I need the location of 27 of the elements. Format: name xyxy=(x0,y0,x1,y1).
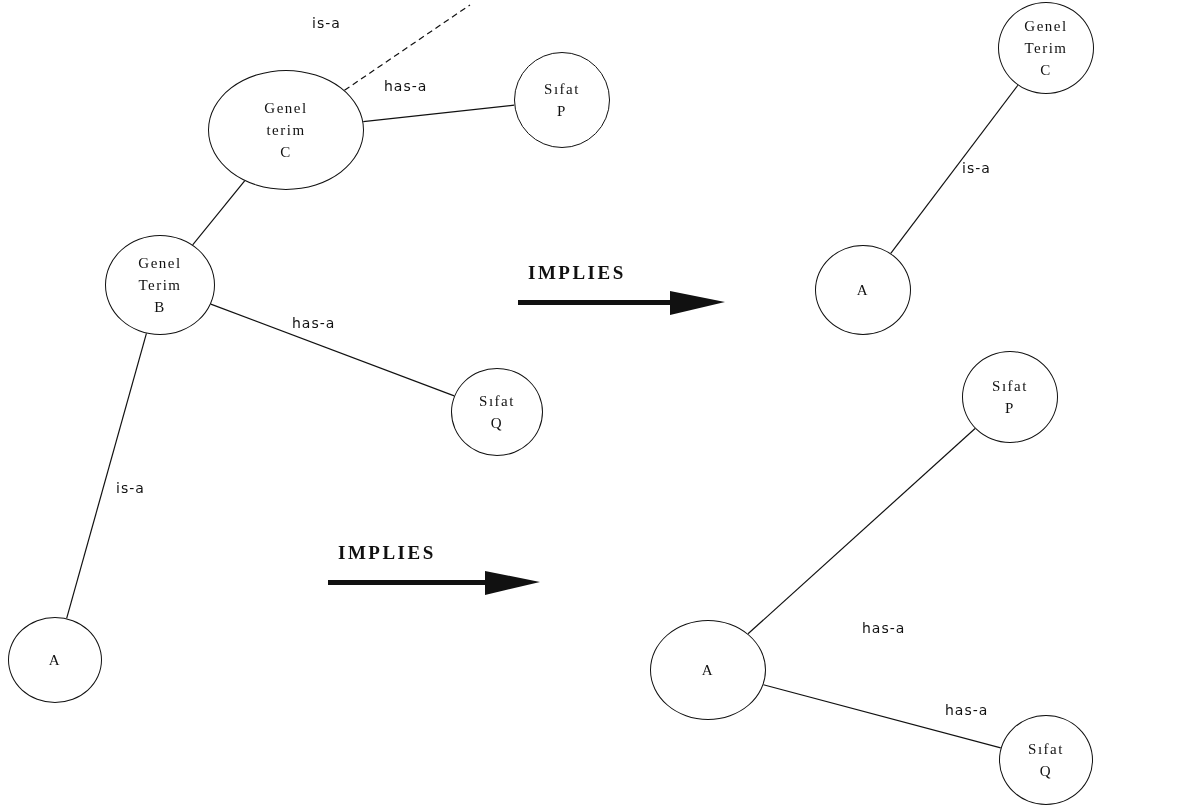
connector-line xyxy=(747,427,976,635)
implies-label: IMPLIES xyxy=(528,262,626,284)
edge-label: has-a xyxy=(945,702,989,718)
node-label: Sıfat P xyxy=(992,377,1028,418)
implies-label: IMPLIES xyxy=(338,542,436,564)
node-label: A xyxy=(856,281,870,300)
node-label: Genel terim C xyxy=(264,99,308,162)
edge-label: is-a xyxy=(116,480,145,496)
node-label: Sıfat Q xyxy=(1028,740,1064,781)
connector-line xyxy=(210,303,455,397)
node-label: Sıfat Q xyxy=(479,392,515,433)
connector-line xyxy=(362,104,515,123)
connector-line xyxy=(762,684,1002,749)
edge-label: has-a xyxy=(384,78,428,94)
node-label: Genel Terim C xyxy=(1024,17,1068,80)
dashed-connector xyxy=(343,4,471,91)
node-label: Sıfat P xyxy=(544,80,580,121)
edge-label: is-a xyxy=(312,15,341,31)
edge-label: is-a xyxy=(962,160,991,176)
node-label: A xyxy=(701,661,715,680)
connector-line xyxy=(192,180,246,246)
connector-line xyxy=(890,84,1019,254)
node-label: A xyxy=(48,651,62,670)
node-label: Genel Terim B xyxy=(138,254,182,317)
edge-label: has-a xyxy=(292,315,336,331)
connector-line xyxy=(66,332,148,619)
edge-label: has-a xyxy=(862,620,906,636)
